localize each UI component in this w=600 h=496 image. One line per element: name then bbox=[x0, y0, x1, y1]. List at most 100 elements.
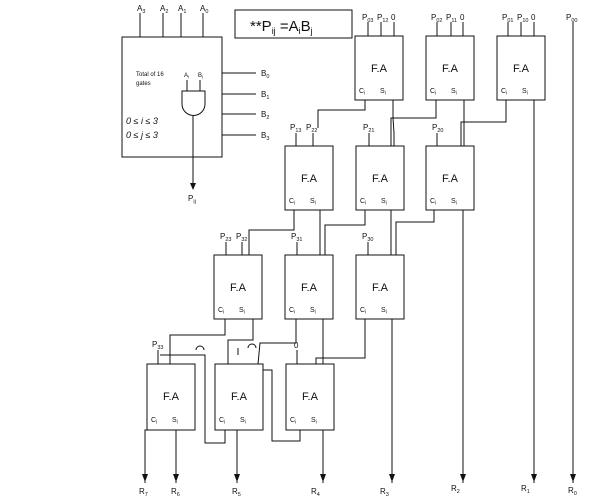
output-r0: R0 bbox=[568, 486, 577, 496]
svg-text:Si: Si bbox=[240, 417, 246, 426]
svg-text:Si: Si bbox=[381, 198, 387, 207]
label-p00: P00 bbox=[566, 13, 577, 24]
label-p03: P03 bbox=[362, 13, 373, 24]
svg-text:Ci: Ci bbox=[289, 198, 295, 207]
svg-text:F.A: F.A bbox=[301, 282, 318, 294]
svg-text:F.A: F.A bbox=[163, 391, 180, 403]
label-p23: P23 bbox=[220, 232, 231, 243]
svg-text:Ci: Ci bbox=[151, 417, 157, 426]
output-r2: R2 bbox=[451, 484, 460, 495]
label-p12: P12 bbox=[377, 13, 388, 24]
label-p30: P30 bbox=[362, 232, 373, 243]
gate-output-label: Pij bbox=[188, 194, 196, 205]
gate-block: A3 A2 A1 A0 B0 B1 B2 B3 Total of 16 gate… bbox=[121, 4, 269, 205]
gate-b-label: Bi bbox=[198, 73, 203, 80]
input-a3: A3 bbox=[137, 4, 145, 15]
svg-text:Si: Si bbox=[451, 88, 457, 97]
gate-a-label: Ai bbox=[184, 73, 189, 80]
full-adder: F.A Ci Si bbox=[354, 35, 404, 101]
adder-row-4: F.A Ci Si F.A Ci Si F.A Ci Si bbox=[146, 363, 335, 431]
svg-text:Si: Si bbox=[310, 307, 316, 316]
label-zero-1: 0 bbox=[391, 13, 396, 22]
svg-text:Si: Si bbox=[311, 417, 317, 426]
svg-text:Ci: Ci bbox=[430, 198, 436, 207]
svg-text:Ci: Ci bbox=[360, 307, 366, 316]
svg-text:F.A: F.A bbox=[231, 391, 248, 403]
svg-text:Si: Si bbox=[381, 307, 387, 316]
output-r4: R4 bbox=[311, 487, 320, 496]
label-p31: P31 bbox=[291, 232, 302, 243]
input-wires bbox=[157, 22, 535, 364]
full-adder: F.A Ci Si bbox=[355, 145, 405, 211]
svg-text:Si: Si bbox=[522, 88, 528, 97]
svg-text:Si: Si bbox=[380, 88, 386, 97]
adder-row-2: F.A Ci Si F.A Ci Si F.A Ci Si bbox=[284, 145, 475, 211]
svg-text:F.A: F.A bbox=[513, 63, 530, 75]
label-p02: P02 bbox=[431, 13, 442, 24]
input-a2: A2 bbox=[160, 4, 168, 15]
svg-text:Si: Si bbox=[310, 198, 316, 207]
full-adder: F.A Ci Si bbox=[214, 363, 264, 431]
output-r1: R1 bbox=[521, 484, 530, 495]
input-a0: A0 bbox=[200, 4, 208, 15]
label-p21: P21 bbox=[363, 123, 374, 134]
full-adder: F.A Ci Si bbox=[355, 254, 405, 320]
label-zero-3: 0 bbox=[531, 13, 536, 22]
label-zero-2: 0 bbox=[460, 13, 465, 22]
svg-text:Ci: Ci bbox=[430, 88, 436, 97]
adder-row-3: F.A Ci Si F.A Ci Si F.A Ci Si bbox=[213, 254, 405, 320]
label-p32: P32 bbox=[236, 232, 247, 243]
svg-text:Ci: Ci bbox=[360, 198, 366, 207]
label-p10: P10 bbox=[517, 13, 528, 24]
input-a1: A1 bbox=[178, 4, 186, 15]
svg-text:F.A: F.A bbox=[371, 63, 388, 75]
svg-text:Ci: Ci bbox=[219, 417, 225, 426]
input-b2: B2 bbox=[261, 110, 269, 121]
output-r5: R5 bbox=[232, 487, 241, 496]
full-adder: F.A Ci Si bbox=[425, 35, 475, 101]
full-adder: F.A Ci Si bbox=[213, 254, 263, 320]
output-r7: R7 bbox=[139, 487, 148, 496]
full-adder: F.A Ci Si bbox=[425, 145, 475, 211]
svg-text:Ci: Ci bbox=[359, 88, 365, 97]
full-adder: F.A Ci Si bbox=[284, 145, 334, 211]
output-r3: R3 bbox=[380, 487, 389, 496]
adder-row-1: F.A Ci Si F.A Ci Si F.A Ci Si bbox=[354, 35, 546, 101]
output-arrows bbox=[142, 474, 576, 482]
output-r6: R6 bbox=[171, 487, 180, 496]
label-p01: P01 bbox=[502, 13, 513, 24]
gate-caption-1: Total of 16 bbox=[136, 72, 164, 78]
gate-caption-2: gates bbox=[136, 81, 151, 87]
label-p22: P22 bbox=[306, 123, 317, 134]
svg-text:Si: Si bbox=[451, 198, 457, 207]
and-gate-icon bbox=[181, 90, 206, 116]
svg-text:F.A: F.A bbox=[442, 63, 459, 75]
svg-text:Ci: Ci bbox=[290, 417, 296, 426]
input-b0: B0 bbox=[261, 69, 269, 80]
label-p20: P20 bbox=[432, 123, 443, 134]
input-b1: B1 bbox=[261, 90, 269, 101]
svg-text:F.A: F.A bbox=[230, 282, 247, 294]
svg-text:Ci: Ci bbox=[289, 307, 295, 316]
input-b3: B3 bbox=[261, 131, 269, 142]
range-i: 0 ≤ i ≤ 3 bbox=[126, 116, 158, 126]
label-p13: P13 bbox=[290, 123, 301, 134]
svg-text:F.A: F.A bbox=[302, 391, 319, 403]
full-adder: F.A Ci Si bbox=[496, 35, 546, 101]
svg-text:Ci: Ci bbox=[218, 307, 224, 316]
full-adder: F.A Ci Si bbox=[284, 254, 334, 320]
svg-text:F.A: F.A bbox=[372, 282, 389, 294]
label-p33: P33 bbox=[152, 340, 163, 351]
formula-text: **Pij =AiBj bbox=[250, 18, 313, 36]
svg-text:Si: Si bbox=[172, 417, 178, 426]
full-adder: F.A Ci Si bbox=[146, 363, 196, 431]
svg-text:Si: Si bbox=[239, 307, 245, 316]
label-p11: P11 bbox=[446, 13, 457, 24]
svg-text:Ci: Ci bbox=[501, 88, 507, 97]
full-adder: F.A Ci Si bbox=[285, 363, 335, 431]
formula-box bbox=[234, 9, 353, 39]
svg-text:F.A: F.A bbox=[301, 173, 318, 185]
range-j: 0 ≤ j ≤ 3 bbox=[126, 130, 158, 140]
svg-text:F.A: F.A bbox=[442, 173, 459, 185]
